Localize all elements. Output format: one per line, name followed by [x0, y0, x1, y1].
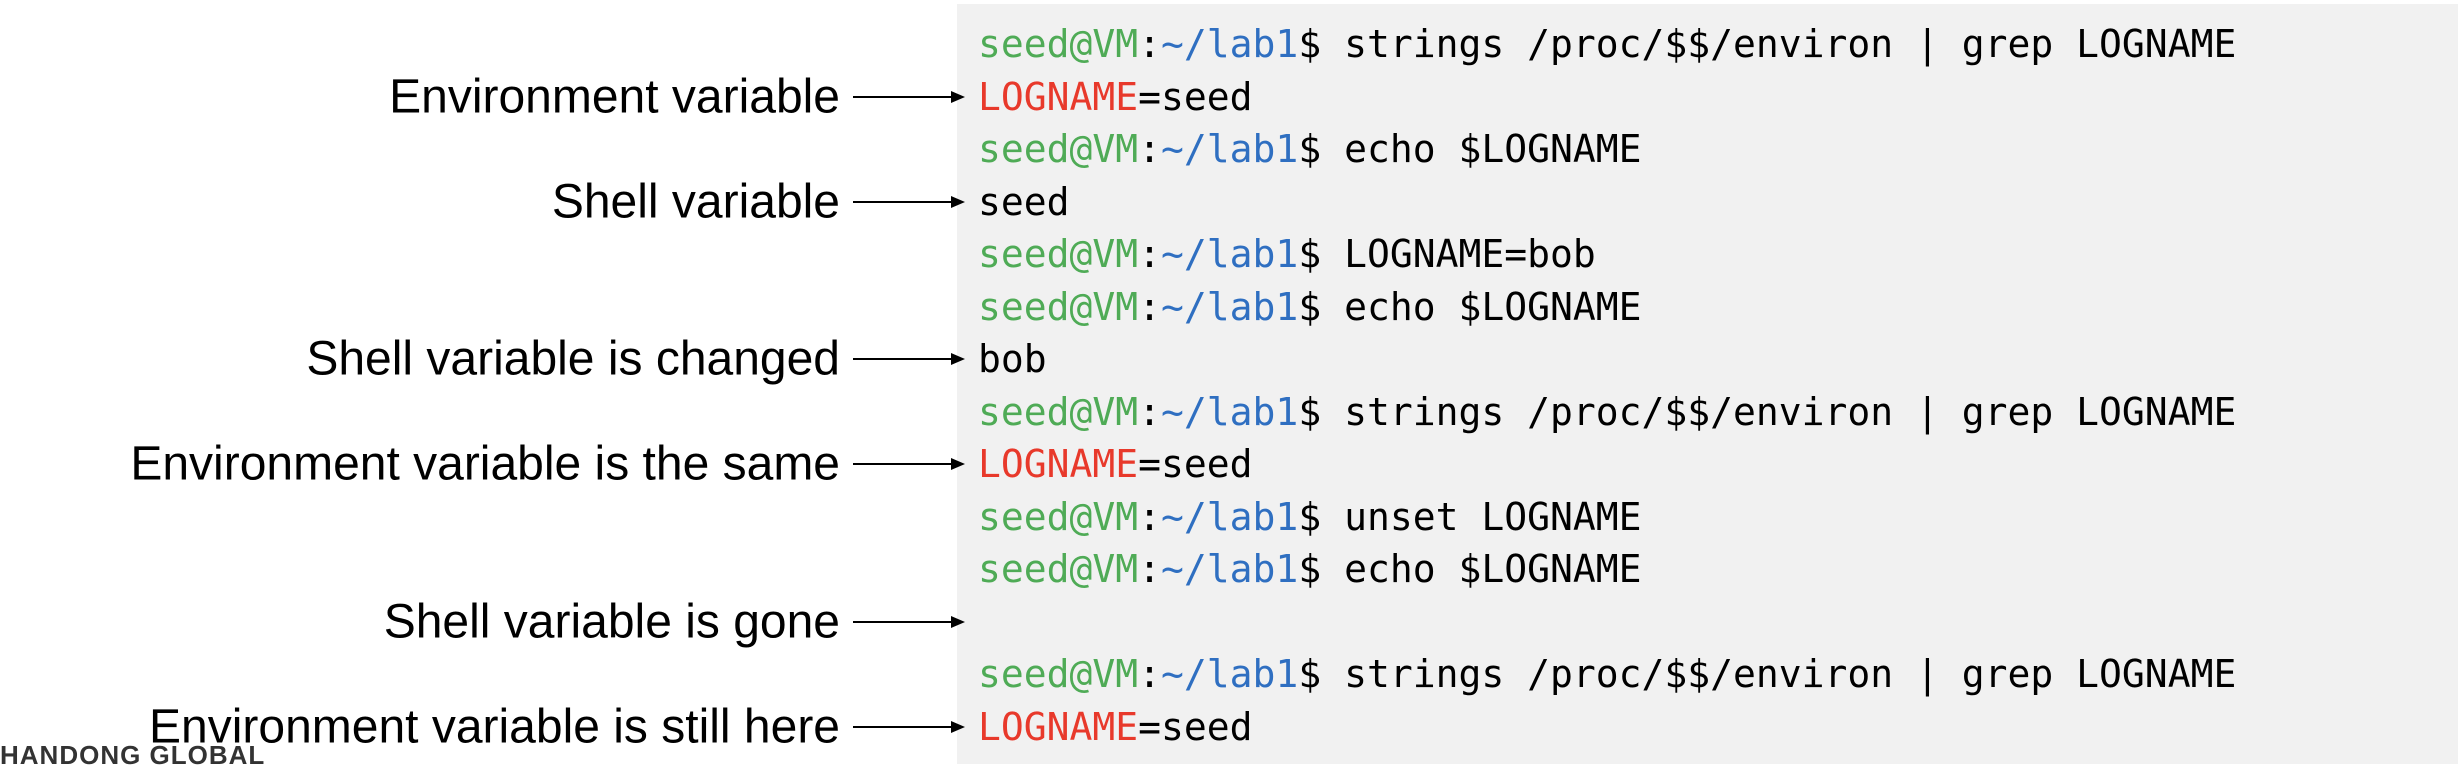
terminal-line: seed@VM:~/lab1$ echo $LOGNAME — [978, 123, 2236, 176]
prompt-user: seed@VM — [978, 284, 1139, 329]
terminal-line: seed@VM:~/lab1$ LOGNAME=bob — [978, 228, 2236, 281]
annotation-row — [0, 491, 970, 544]
output-text: bob — [978, 337, 1047, 381]
prompt-separator: : — [1138, 284, 1162, 329]
arrow-right-icon — [853, 353, 965, 366]
env-var-value: =seed — [1138, 74, 1253, 119]
annotation-row — [0, 281, 970, 334]
command-text: $ strings /proc/$$/environ | grep LOGNAM… — [1298, 652, 2237, 696]
env-var-name: LOGNAME — [978, 74, 1139, 119]
terminal-line: seed@VM:~/lab1$ unset LOGNAME — [978, 491, 2236, 544]
command-text: $ echo $LOGNAME — [1298, 127, 1642, 171]
annotation-row: Environment variable — [0, 70, 970, 124]
prompt-path: ~/lab1 — [1161, 284, 1299, 329]
annotation-row: Environment variable is the same — [0, 438, 970, 491]
command-text: $ strings /proc/$$/environ | grep LOGNAM… — [1298, 22, 2237, 66]
arrow-right-icon — [853, 90, 965, 103]
arrow-right-icon — [853, 195, 965, 208]
prompt-user: seed@VM — [978, 652, 1139, 696]
prompt-path: ~/lab1 — [1161, 127, 1299, 171]
annotation-row — [0, 386, 970, 439]
annotation-label: Shell variable is gone — [383, 595, 840, 649]
annotation-row: Shell variable is changed — [0, 333, 970, 386]
terminal-line: seed — [978, 176, 2236, 229]
output-text: seed — [978, 179, 1070, 224]
terminal-line — [978, 596, 2236, 649]
prompt-separator: : — [1138, 127, 1162, 171]
prompt-separator: : — [1138, 22, 1162, 66]
prompt-user: seed@VM — [978, 547, 1139, 591]
terminal-panel — [957, 4, 2458, 764]
prompt-user: seed@VM — [978, 127, 1139, 171]
annotation-label: Environment variable is still here — [149, 700, 840, 754]
command-text: $ echo $LOGNAME — [1298, 547, 1642, 591]
terminal-line: LOGNAME=seed — [978, 71, 2236, 124]
terminal-line: seed@VM:~/lab1$ strings /proc/$$/environ… — [978, 386, 2236, 439]
prompt-separator: : — [1138, 389, 1162, 434]
prompt-separator: : — [1138, 232, 1162, 276]
annotation-label: Shell variable is changed — [306, 332, 840, 386]
prompt-user: seed@VM — [978, 494, 1139, 539]
prompt-path: ~/lab1 — [1161, 389, 1299, 434]
arrow-right-icon — [853, 458, 965, 471]
terminal-line: seed@VM:~/lab1$ echo $LOGNAME — [978, 281, 2236, 334]
prompt-path: ~/lab1 — [1161, 22, 1299, 66]
command-text: $ LOGNAME=bob — [1298, 232, 1596, 276]
env-var-value: =seed — [1138, 704, 1253, 749]
annotation-label: Environment variable — [389, 70, 840, 124]
env-var-value: =seed — [1138, 442, 1253, 486]
terminal-line: bob — [978, 333, 2236, 386]
annotation-row — [0, 123, 970, 176]
annotation-row — [0, 543, 970, 596]
terminal-line: seed@VM:~/lab1$ echo $LOGNAME — [978, 543, 2236, 596]
prompt-user: seed@VM — [978, 389, 1139, 434]
annotation-row — [0, 648, 970, 701]
env-var-name: LOGNAME — [978, 704, 1139, 749]
terminal-line: seed@VM:~/lab1$ strings /proc/$$/environ… — [978, 18, 2236, 71]
annotation-label: Shell variable — [551, 175, 840, 229]
prompt-separator: : — [1138, 547, 1162, 591]
command-text: $ unset LOGNAME — [1298, 494, 1642, 539]
prompt-path: ~/lab1 — [1161, 547, 1299, 591]
terminal-line: LOGNAME=seed — [978, 701, 2236, 754]
terminal-line: LOGNAME=seed — [978, 438, 2236, 491]
arrow-right-icon — [853, 615, 965, 628]
env-var-name: LOGNAME — [978, 442, 1139, 486]
arrow-right-icon — [853, 720, 965, 733]
annotation-row: Environment variable is still here — [0, 700, 970, 754]
command-text: $ strings /proc/$$/environ | grep LOGNAM… — [1298, 389, 2237, 434]
command-text: $ echo $LOGNAME — [1298, 284, 1642, 329]
prompt-user: seed@VM — [978, 22, 1139, 66]
terminal-line: seed@VM:~/lab1$ strings /proc/$$/environ… — [978, 648, 2236, 701]
prompt-path: ~/lab1 — [1161, 652, 1299, 696]
annotation-row — [0, 228, 970, 281]
terminal-output: seed@VM:~/lab1$ strings /proc/$$/environ… — [978, 18, 2236, 753]
annotation-row: Shell variable — [0, 175, 970, 229]
prompt-user: seed@VM — [978, 232, 1139, 276]
prompt-separator: : — [1138, 652, 1162, 696]
annotation-row: Shell variable is gone — [0, 595, 970, 649]
annotation-label: Environment variable is the same — [130, 437, 840, 491]
prompt-path: ~/lab1 — [1161, 494, 1299, 539]
annotation-row — [0, 18, 970, 71]
handong-global-logo: HANDONG GLOBAL — [0, 740, 266, 770]
prompt-path: ~/lab1 — [1161, 232, 1299, 276]
prompt-separator: : — [1138, 494, 1162, 539]
